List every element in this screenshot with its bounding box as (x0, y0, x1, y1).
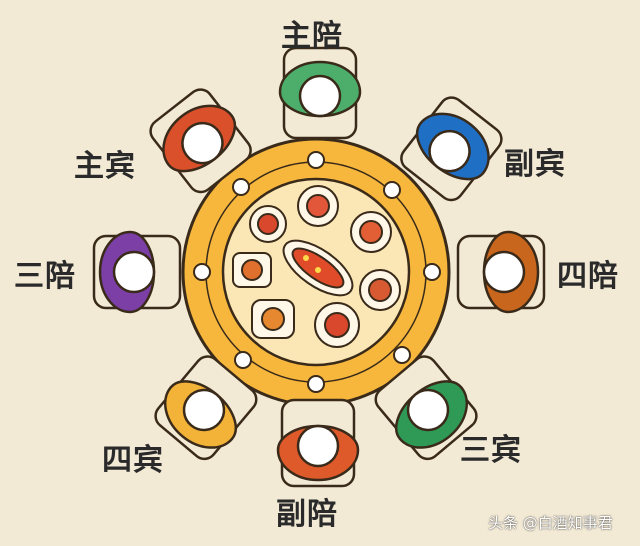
seat-label-fubin: 副宾 (504, 147, 566, 182)
seat-sanpei (92, 230, 182, 314)
plate-icon (234, 351, 252, 369)
dishes (232, 185, 401, 348)
seat-label-sipei: 四陪 (557, 259, 619, 294)
seat-label-sanpei: 三陪 (14, 259, 76, 294)
seat-sipei (456, 230, 546, 314)
plate-icon (307, 151, 325, 169)
seat-sibin (154, 355, 258, 461)
seat-zhubin (149, 88, 252, 194)
dish-icon (297, 185, 339, 227)
fish-dish-icon (282, 239, 354, 297)
plate-icon (393, 346, 411, 364)
dish-icon (249, 205, 287, 243)
seat-fubin (400, 96, 503, 202)
dish-icon (251, 299, 295, 339)
plate-icon (193, 263, 211, 281)
seat-label-zhupei: 主陪 (281, 19, 343, 54)
dish-icon (350, 211, 392, 253)
seat-label-sanbin: 三宾 (460, 433, 522, 468)
place-settings (193, 151, 441, 393)
plate-icon (232, 178, 250, 196)
plate-icon (383, 181, 401, 199)
seat-label-sibin: 四宾 (102, 443, 164, 478)
seat-sanbin (374, 355, 478, 461)
seat-label-fupei: 副陪 (276, 497, 338, 532)
seat-zhupei (278, 46, 362, 140)
plate-icon (423, 263, 441, 281)
dish-icon (232, 252, 272, 288)
watermark: 头条 @白酒知事君 (488, 514, 613, 532)
seat-label-zhubin: 主宾 (74, 149, 136, 184)
dish-icon (314, 302, 360, 348)
seat-fupei (276, 398, 360, 488)
plate-icon (307, 375, 325, 393)
dish-icon (359, 269, 401, 311)
